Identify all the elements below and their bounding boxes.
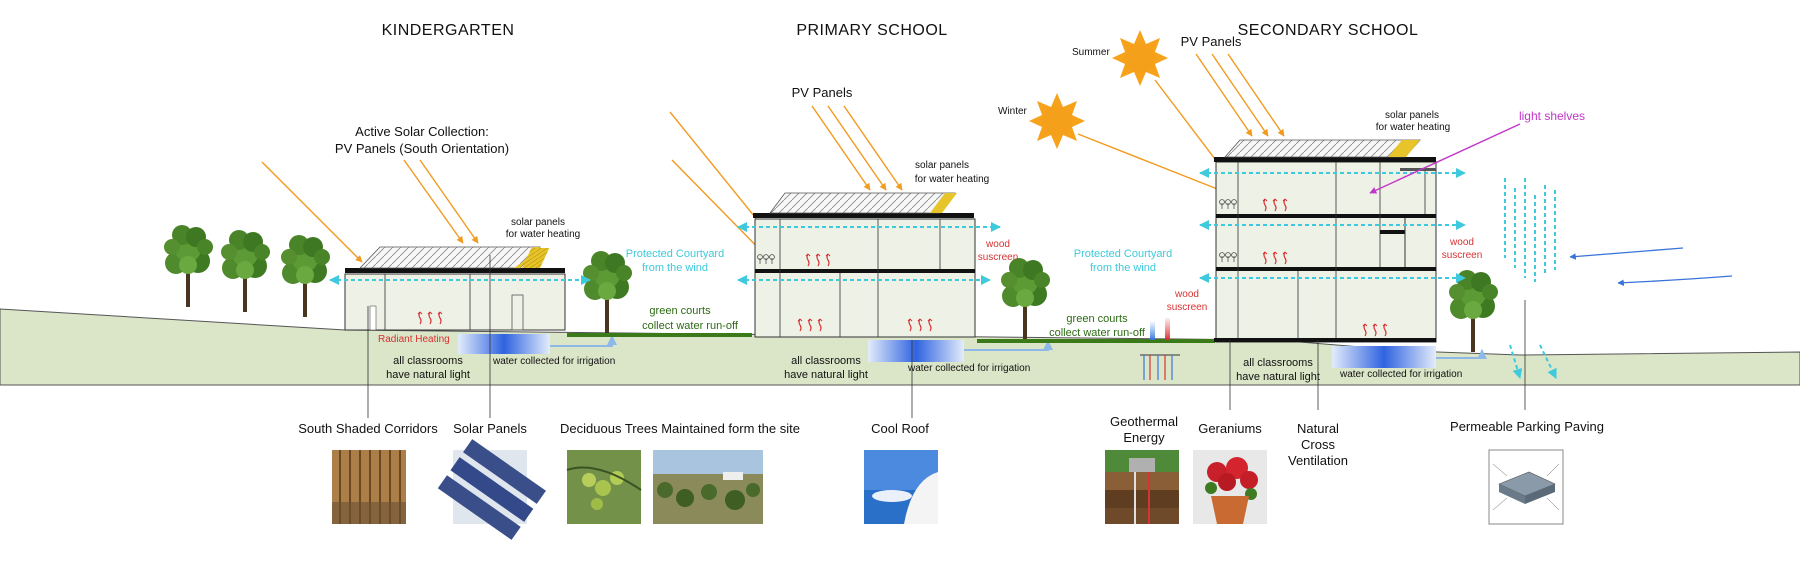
ss-water-label: water collected for irrigation [1339, 369, 1462, 380]
ss-pv-label: PV Panels [1181, 34, 1242, 49]
caption-geothermal-1: Geothermal [1110, 414, 1178, 429]
ss-wood-screen-label-2: suscreen [1442, 250, 1483, 261]
ps-water-tank [868, 340, 964, 362]
header-primary-school: PRIMARY SCHOOL [796, 22, 947, 39]
wind-arrows [1569, 247, 1733, 286]
kg-water-label: water collected for irrigation [492, 356, 615, 367]
court2-green-courts-label-2: collect water run-off [1049, 327, 1146, 339]
ss-natural-light-label-1: all classrooms [1243, 357, 1313, 369]
caption-ncv-3: Ventilation [1288, 453, 1348, 468]
kindergarten-building [329, 246, 591, 331]
court2-protected-label-2: from the wind [1090, 262, 1156, 274]
kg-water-tank [458, 334, 550, 354]
ps-natural-light-label-1: all classrooms [791, 355, 861, 367]
caption-leader-lines [367, 255, 1526, 418]
light-shelves-arrow [1369, 123, 1521, 194]
thumb-site-trees [653, 450, 763, 524]
thumb-south-corridors [332, 450, 406, 524]
kg-radiant-heating-label: Radiant Heating [378, 334, 450, 345]
caption-geothermal-2: Energy [1123, 430, 1165, 445]
ps-wood-screen-label-1: wood [985, 239, 1010, 250]
court2-protected-label-1: Protected Courtyard [1074, 248, 1172, 260]
kg-active-solar-label-2: PV Panels (South Orientation) [335, 141, 509, 156]
primary-school-building [737, 192, 1001, 338]
court1-protected-label-2: from the wind [642, 262, 708, 274]
thumb-solar-panels [437, 439, 546, 540]
geothermal-probes [1140, 318, 1180, 380]
ss-solar-water-label-1: solar panels [1385, 110, 1439, 121]
thumb-geraniums [1193, 450, 1267, 524]
court2-green-courts-label-1: green courts [1066, 313, 1128, 325]
court1-green-courts-label-1: green courts [649, 305, 711, 317]
ps-solar-water-label-1: solar panels [915, 160, 969, 171]
court2-wood-screen-label-2: suscreen [1167, 302, 1208, 313]
kg-solar-water-label-1: solar panels [511, 217, 565, 228]
summer-sun-icon [1112, 30, 1168, 86]
caption-south-corridors: South Shaded Corridors [298, 421, 438, 436]
caption-ncv-1: Natural [1297, 421, 1339, 436]
kg-solar-water-label-2: for water heating [506, 229, 581, 240]
ps-water-label: water collected for irrigation [907, 363, 1030, 374]
ss-water-tank [1332, 346, 1436, 368]
thumb-geothermal [1105, 450, 1179, 524]
ss-natural-light-label-2: have natural light [1236, 371, 1320, 383]
caption-solar-panels: Solar Panels [453, 421, 527, 436]
ss-solar-water-label-2: for water heating [1376, 122, 1451, 133]
winter-sun-icon [1029, 93, 1085, 149]
kg-natural-light-label-1: all classrooms [393, 355, 463, 367]
ps-wood-screen-label-2: suscreen [978, 252, 1019, 263]
ss-water-pipe [1436, 349, 1487, 359]
caption-ncv-2: Cross [1301, 437, 1335, 452]
ventilation-dashes [1504, 178, 1556, 282]
thumb-permeable-paving [1488, 449, 1564, 525]
caption-geraniums: Geraniums [1198, 421, 1262, 436]
thumb-olive-branch [566, 450, 642, 524]
court1-green-courts-label-2: collect water run-off [642, 320, 739, 332]
ss-light-shelves-label: light shelves [1519, 109, 1585, 123]
ps-water-pipe [964, 340, 1053, 351]
caption-cool-roof: Cool Roof [871, 421, 929, 436]
header-secondary-school: SECONDARY SCHOOL [1238, 22, 1419, 39]
ps-solar-water-label-2: for water heating [915, 174, 990, 185]
caption-parking: Permeable Parking Paving [1450, 419, 1604, 434]
ss-wood-screen-label-1: wood [1449, 237, 1474, 248]
kg-active-solar-label-1: Active Solar Collection: [355, 124, 489, 139]
infiltration-arrows [1509, 344, 1557, 379]
caption-deciduous-trees: Deciduous Trees Maintained form the site [560, 421, 800, 436]
court2-green-strip [977, 339, 1215, 343]
header-kindergarten: KINDERGARTEN [382, 22, 515, 39]
kg-natural-light-label-2: have natural light [386, 369, 470, 381]
secondary-school-building [1199, 139, 1466, 343]
court2-wood-screen-label-1: wood [1174, 289, 1199, 300]
court1-protected-label-1: Protected Courtyard [626, 248, 724, 260]
ps-pv-label: PV Panels [792, 85, 853, 100]
winter-label: Winter [998, 106, 1028, 117]
ps-natural-light-label-2: have natural light [784, 369, 868, 381]
court1-green-strip [567, 333, 752, 337]
summer-label: Summer [1072, 47, 1110, 58]
kg-water-pipe [550, 335, 617, 347]
thumb-cool-roof [864, 450, 938, 524]
